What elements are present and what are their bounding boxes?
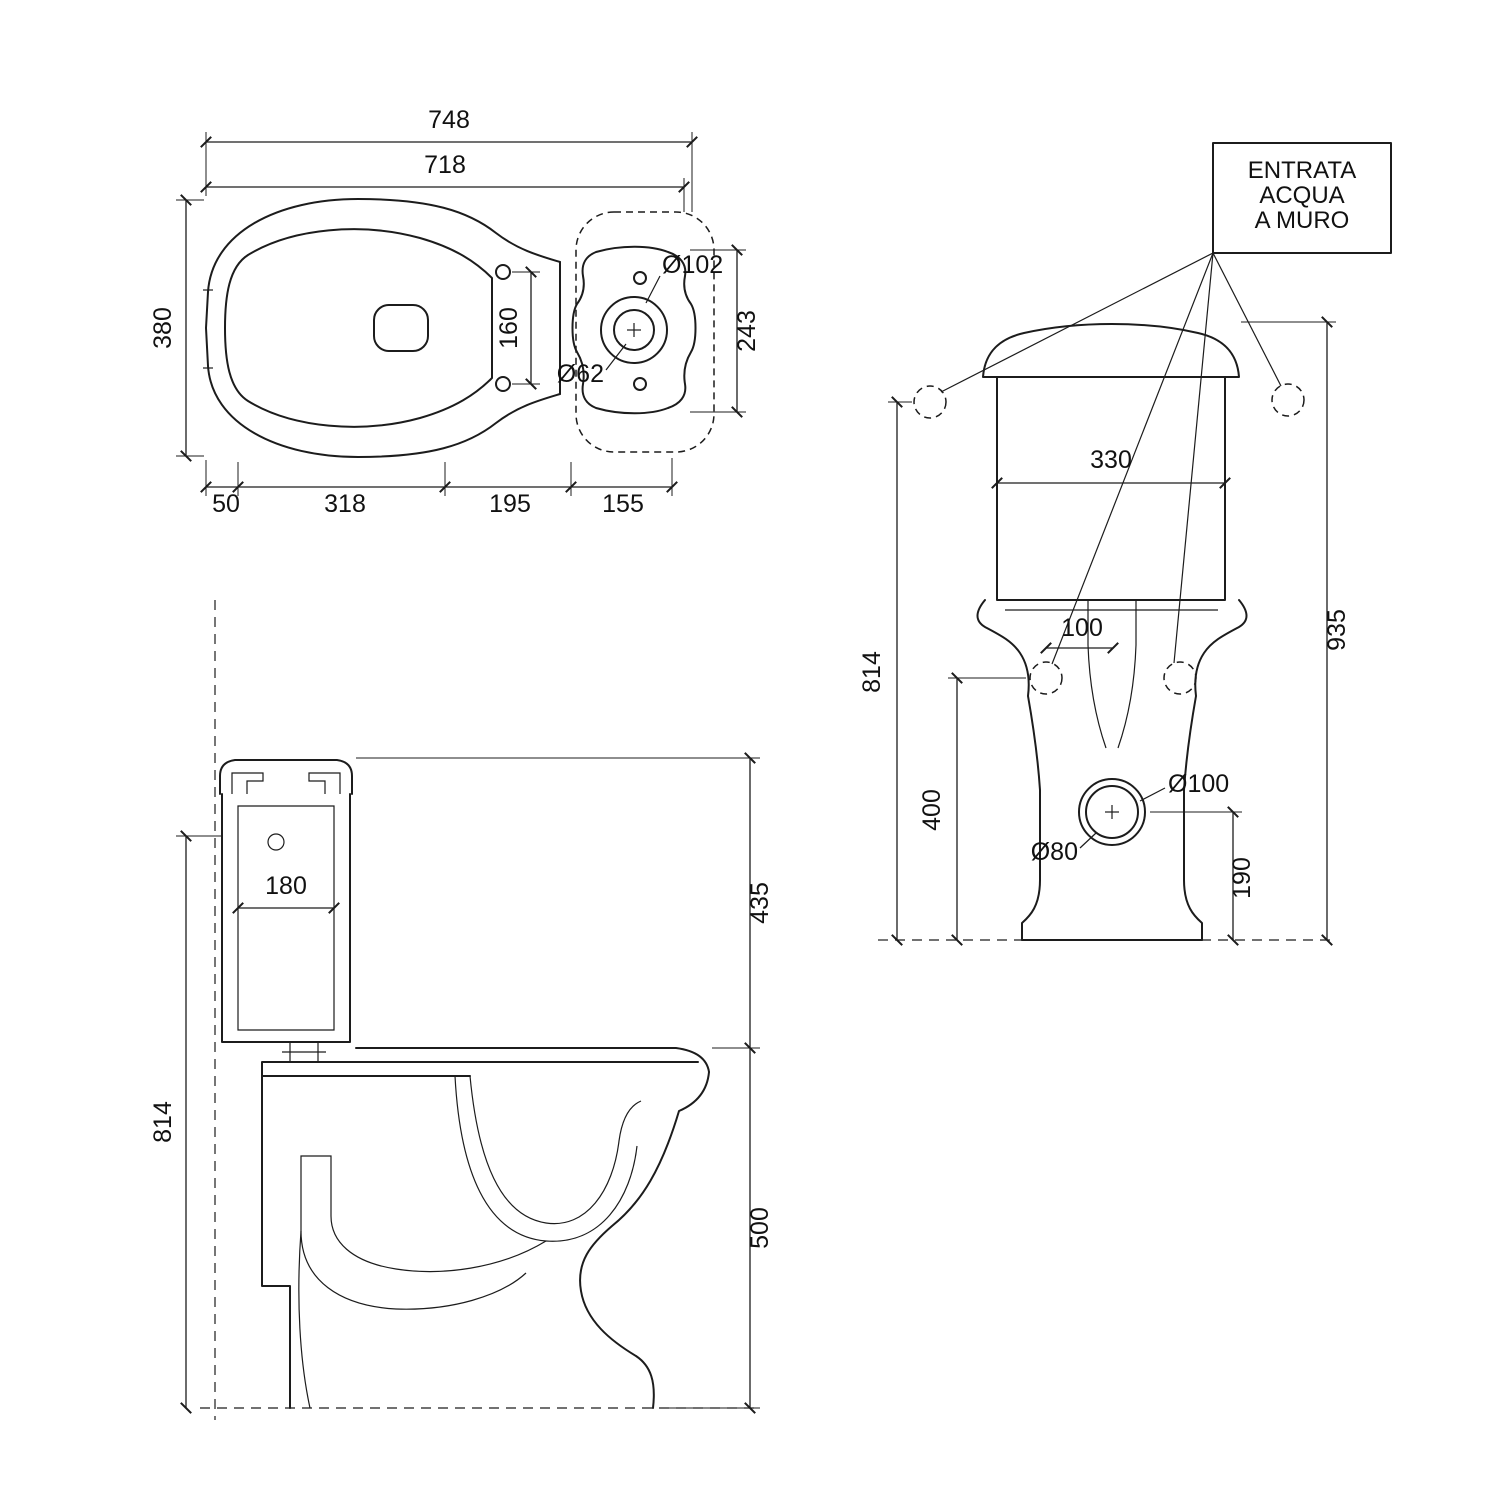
leader-entry-3 [1173,252,1214,664]
dim-outlet-outer: Ø100 [1168,770,1229,798]
annotation-box [1212,142,1392,254]
seat-ring-side [261,1061,699,1077]
dim-inlet-height-side: 814 [149,1101,177,1143]
seat-lid-side [355,1047,710,1073]
leader-hole-large [645,275,661,304]
dim-width-inner: 718 [424,151,466,179]
dim-total-height: 935 [1323,609,1351,651]
dim-seg-155: 155 [602,490,644,518]
cistern-section-inner [237,805,335,1031]
annotation-line-1: ENTRATA [1248,157,1356,184]
dim-hinge-spacing: 160 [495,307,523,349]
dim-bolt-offset: 100 [1061,614,1103,642]
dim-hole-large: Ø102 [662,251,723,279]
front-flange-right [1183,599,1248,941]
cistern-section-outer [221,793,351,1043]
bowl-back-outline [261,1075,291,1409]
cistern-lid-section [219,759,353,795]
entry-circle-lower-left [1029,661,1063,695]
annotation-line-2: ACQUA [1259,182,1344,209]
dim-outlet-height: 190 [1228,857,1256,899]
dim-seg-318: 318 [324,490,366,518]
bowl-front-outline [579,1071,710,1409]
front-flange-left [976,599,1041,941]
seat-outer-outline [205,198,561,458]
leader-outlet-inner [1079,832,1097,849]
dim-inlet-height-front: 814 [858,651,886,693]
flush-pipe-section [282,1042,326,1062]
cistern-plan-outline [571,245,697,415]
entry-circle-upper-right [1271,383,1305,417]
dim-cistern-height: 435 [746,882,774,924]
bowl-inner-2 [454,1075,638,1242]
trap-outlet [298,1230,311,1409]
hinge-hole-top [495,264,511,280]
dim-seg-195: 195 [489,490,531,518]
flush-circle-inner [613,309,655,351]
cistern-plan-dashed [575,211,715,453]
cistern-lid-detail-left [231,772,264,794]
cistern-inlet-hole [267,833,285,851]
annotation-line-3: A MURO [1255,207,1350,234]
dim-hole-small: Ø62 [557,360,604,388]
dim-outlet-inner: Ø80 [1031,838,1078,866]
leader-entry-1 [940,252,1214,393]
cistern-lid-detail-right [308,772,341,794]
leader-entry-2 [1051,252,1214,665]
trap-outline-1 [300,1155,547,1310]
outlet-circle-outer [1078,778,1146,846]
seat-center-hole [373,304,429,352]
entry-circle-upper-left [913,385,947,419]
hinge-hole-bottom [495,376,511,392]
bowl-inner-1 [469,1075,642,1225]
front-cistern-lid [982,323,1240,378]
cistern-hole-top [633,271,647,285]
dim-bolt-height: 400 [918,789,946,831]
top-view: Ø102 Ø62 748 718 380 160 243 [149,106,761,518]
side-view: 180 814 435 500 [149,600,774,1420]
leader-entry-4 [1212,252,1282,387]
flush-circle-outer [600,296,668,364]
seat-inner-outline [224,228,493,428]
dim-cistern-depth: 243 [733,310,761,352]
dim-cistern-width: 330 [1090,446,1132,474]
dim-bowl-height: 500 [746,1207,774,1249]
dim-depth: 380 [149,307,177,349]
cistern-hole-bottom [633,377,647,391]
leader-hole-small [605,343,627,371]
dim-seg-50: 50 [212,490,240,518]
dim-cistern-inner-width: 180 [265,872,307,900]
entry-circle-lower-right [1163,661,1197,695]
dim-width-overall: 748 [428,106,470,134]
outlet-circle-inner [1085,785,1139,839]
front-view: ENTRATA ACQUA A MURO 330 Ø100 [858,142,1392,946]
leader-outlet-outer [1139,787,1166,802]
